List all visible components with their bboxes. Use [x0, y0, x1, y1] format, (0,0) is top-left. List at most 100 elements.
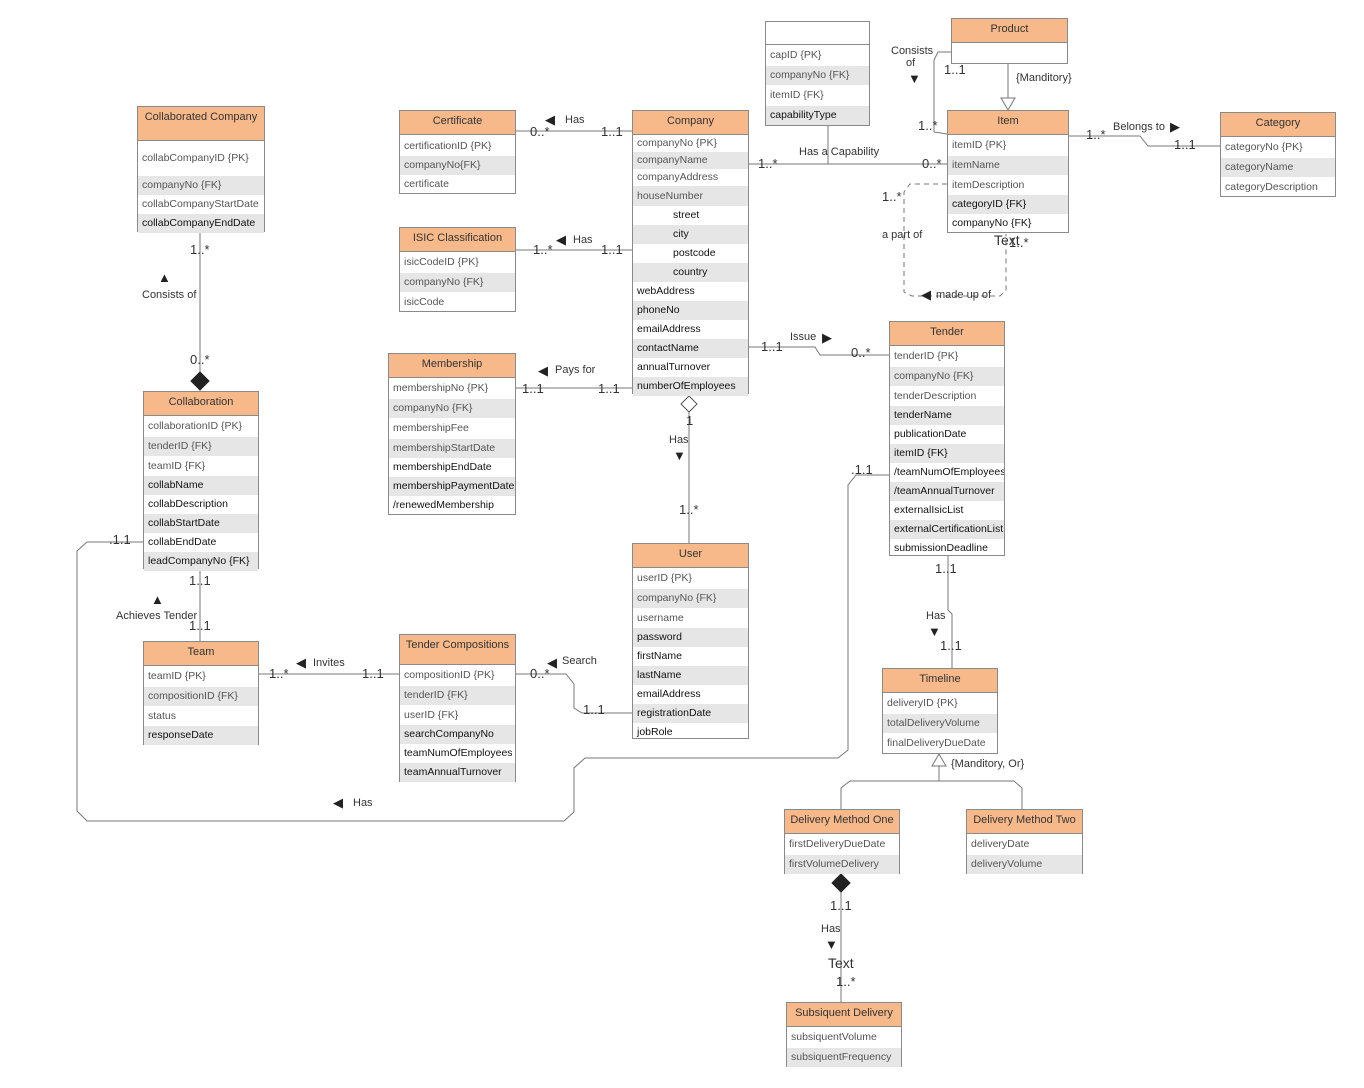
rel-label-has-a-capability: Has a Capability — [799, 146, 880, 158]
inheritance-arrow-timeline — [931, 753, 947, 767]
direction-arrow-down-icon: ▼ — [825, 937, 838, 952]
entity-title: Collaboration — [144, 392, 258, 416]
attribute: tenderDescription — [894, 390, 977, 402]
multiplicity: 1..* — [269, 666, 289, 681]
attribute: annualTurnover — [637, 361, 711, 373]
attribute: itemName — [948, 156, 1068, 175]
entity-title: Team — [144, 642, 258, 666]
entity-title: Item — [948, 111, 1068, 135]
entity-title: Product — [952, 19, 1067, 43]
rel-label-has-user: Has — [669, 434, 689, 446]
entity-title — [766, 22, 869, 45]
entity-category[interactable]: Category categoryNo {PK} categoryName ca… — [1220, 112, 1336, 197]
attribute: companyNo {FK} — [400, 273, 515, 292]
attribute: status — [148, 710, 177, 722]
attribute: searchCompanyNo — [400, 725, 515, 744]
multiplicity: 1..* — [533, 242, 553, 257]
rel-label-invites: Invites — [313, 657, 345, 669]
attribute: companyNo {PK} — [637, 137, 717, 149]
direction-arrow-down-icon: ▼ — [928, 624, 941, 639]
direction-arrow-left-icon: ◀ — [296, 655, 306, 670]
entity-collaboration[interactable]: Collaboration collaborationID {PK} tende… — [143, 391, 259, 571]
attribute: tenderID {PK} — [894, 350, 959, 362]
attribute: leadCompanyNo {FK} — [144, 552, 258, 571]
entity-isic-classification[interactable]: ISIC Classification isicCodeID {PK} comp… — [399, 227, 516, 312]
attribute: userID {FK} — [404, 709, 459, 721]
direction-arrow-left-icon: ◀ — [538, 363, 548, 378]
attribute: submissionDeadline — [894, 542, 988, 554]
attribute: categoryID {FK} — [948, 195, 1068, 214]
entity-tender-compositions[interactable]: Tender Compositions compositionID {PK} t… — [399, 634, 516, 782]
attribute: collabDescription — [148, 498, 228, 510]
multiplicity: 1..1 — [761, 339, 783, 354]
rel-label-a-part-of: a part of — [882, 229, 923, 241]
attribute: membershipPaymentDate — [389, 477, 515, 496]
attribute: totalDeliveryVolume — [883, 714, 997, 733]
attribute: tenderName — [890, 406, 1004, 425]
entity-title: Subsiquent Delivery — [787, 1003, 901, 1027]
rel-label-belongs-to: Belongs to — [1113, 121, 1165, 133]
line-company-tender — [748, 346, 889, 356]
attribute: companyNo {FK} — [952, 217, 1032, 229]
line-dm-branches — [840, 780, 1023, 809]
entity-title: User — [633, 544, 748, 568]
attribute: itemDescription — [952, 179, 1025, 191]
entity-delivery-method-one[interactable]: Delivery Method One firstDeliveryDueDate… — [784, 809, 900, 874]
attribute: deliveryID {PK} — [887, 697, 958, 709]
entity-product[interactable]: Product — [951, 18, 1068, 64]
attribute: companyNo {FK} — [633, 589, 748, 608]
attribute: companyNo {FK} — [389, 399, 515, 418]
attribute: isicCodeID {PK} — [404, 256, 479, 268]
attribute: compositionID {FK} — [144, 687, 258, 706]
text-placeholder: Text — [828, 955, 854, 971]
entity-item[interactable]: Item itemID {PK} itemName itemDescriptio… — [947, 110, 1069, 233]
entity-user[interactable]: User userID {PK} companyNo {FK} username… — [632, 543, 749, 739]
attribute: teamID {FK} — [148, 460, 206, 472]
attribute: collabCompanyID {PK} — [142, 152, 249, 164]
rel-label-has-isic: Has — [573, 234, 593, 246]
multiplicity: 1..* — [679, 502, 699, 517]
attribute: companyName — [633, 152, 748, 169]
entity-tender[interactable]: Tender tenderID {PK} companyNo {FK} tend… — [889, 321, 1005, 556]
entity-subsequent-delivery[interactable]: Subsiquent Delivery subsiquentVolume sub… — [786, 1002, 902, 1067]
attribute: postcode — [673, 247, 716, 259]
rel-label-achieves-tender: Achieves Tender — [116, 610, 198, 622]
direction-arrow-left-icon: ◀ — [921, 287, 931, 302]
entity-membership[interactable]: Membership membershipNo {PK} companyNo {… — [388, 353, 516, 515]
entity-delivery-method-two[interactable]: Delivery Method Two deliveryDate deliver… — [966, 809, 1083, 874]
multiplicity: 1..1 — [522, 381, 544, 396]
entity-title: Delivery Method Two — [967, 810, 1082, 834]
multiplicity: .1.1 — [851, 462, 873, 477]
entity-title: Certificate — [400, 111, 515, 135]
line-tender-timeline — [947, 556, 953, 668]
attribute: collabCompanyEndDate — [138, 214, 264, 233]
entity-collaborated-company[interactable]: Collaborated Company collabCompanyID {PK… — [137, 106, 265, 233]
attribute: subsiquentFrequency — [787, 1048, 901, 1067]
entity-capability[interactable]: capID {PK} companyNo {FK} itemID {FK} ca… — [765, 21, 870, 126]
rel-label-made-up-of: made up of — [936, 289, 992, 301]
multiplicity: 0..* — [922, 156, 942, 171]
aggregation-diamond — [680, 395, 698, 413]
multiplicity: 1..1 — [940, 638, 962, 653]
line-item-self — [903, 183, 1007, 297]
attribute: jobRole — [637, 726, 673, 738]
entity-certificate[interactable]: Certificate certificationID {PK} company… — [399, 110, 516, 194]
entity-team[interactable]: Team teamID {PK} compositionID {FK} stat… — [143, 641, 259, 745]
multiplicity: 1..* — [758, 156, 778, 171]
entity-title: Tender Compositions — [400, 635, 515, 665]
attribute: /teamAnnualTurnover — [890, 482, 1004, 501]
entity-timeline[interactable]: Timeline deliveryID {PK} totalDeliveryVo… — [882, 668, 998, 754]
attribute: teamNumOfEmployees — [404, 747, 513, 759]
attribute: collabStartDate — [144, 514, 258, 533]
line-item-category — [1069, 135, 1220, 147]
entity-company[interactable]: Company companyNo {PK} companyName compa… — [632, 110, 749, 396]
attribute: teamID {PK} — [148, 670, 206, 682]
attribute: compositionID {PK} — [404, 669, 495, 681]
attribute: membershipFee — [393, 422, 469, 434]
rel-label-consists-of: Consists of — [142, 289, 197, 301]
attribute: companyNo {FK} — [138, 176, 264, 195]
entity-title: Tender — [890, 322, 1004, 346]
attribute: capID {PK} — [770, 49, 822, 61]
attribute: capabilityType — [766, 106, 869, 125]
multiplicity: .1.1 — [109, 532, 131, 547]
